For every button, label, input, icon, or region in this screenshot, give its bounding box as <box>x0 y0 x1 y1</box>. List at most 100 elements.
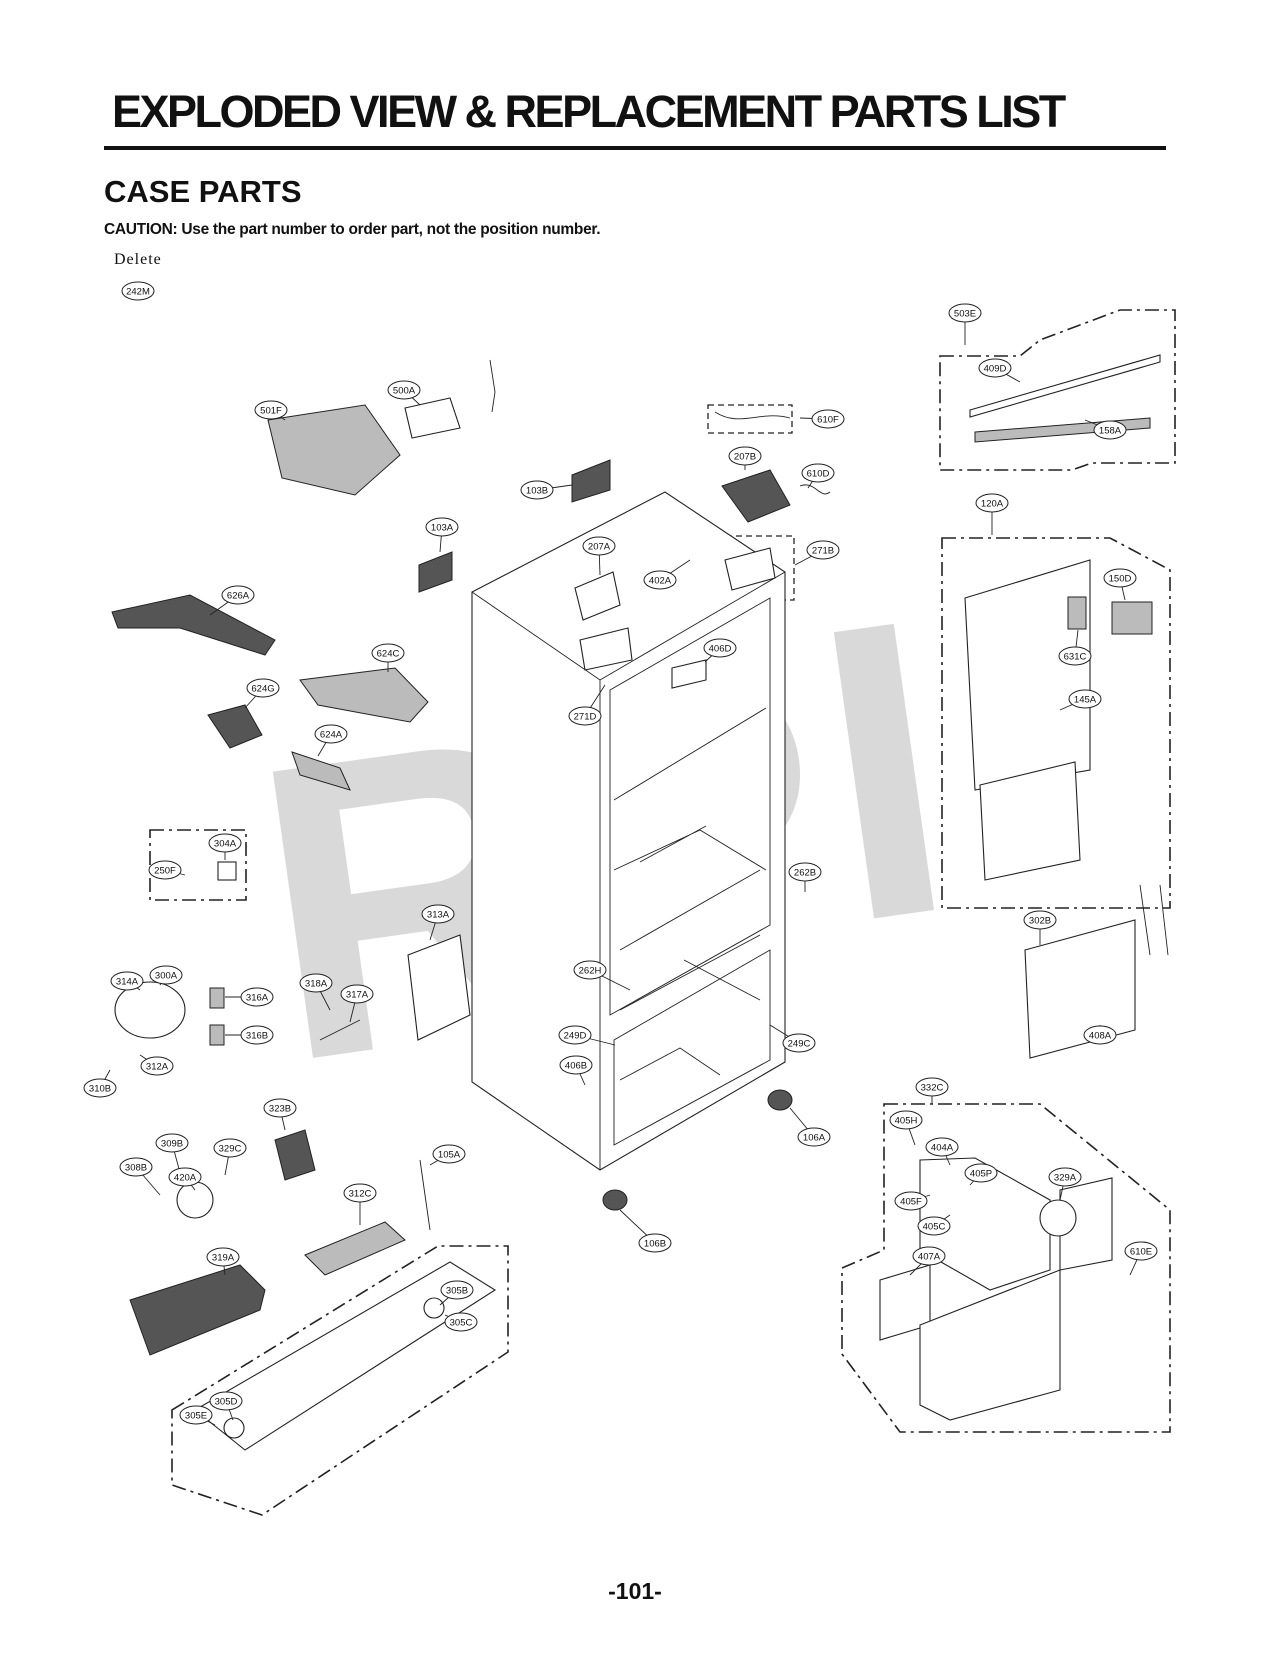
group-boundary-503e <box>939 309 1176 471</box>
callout-bubble <box>806 540 840 560</box>
callout-bubble <box>1103 568 1137 588</box>
part-304a <box>217 861 237 881</box>
part-312c <box>304 1221 406 1276</box>
part-626a <box>111 594 276 656</box>
callout-text: 610E <box>1130 1246 1152 1257</box>
callout-329a: 329A <box>1048 1167 1082 1187</box>
part-610f <box>714 411 791 420</box>
part-631c <box>1067 596 1087 630</box>
callout-308b: 308B <box>119 1157 153 1177</box>
page-title: EXPLODED VIEW & REPLACEMENT PARTS LIST <box>112 86 1066 137</box>
callout-bubble <box>240 1025 274 1045</box>
callout-text: 329A <box>1054 1172 1077 1183</box>
callout-bubble <box>155 1133 189 1153</box>
callout-bubble <box>168 1167 202 1187</box>
callout-text: 316B <box>246 1030 268 1041</box>
callout-bubble <box>110 971 144 991</box>
caution-note: CAUTION: Use the part number to order pa… <box>104 221 601 238</box>
callout-405h: 405H <box>889 1110 923 1130</box>
callout-610f: 610F <box>811 409 845 429</box>
callout-309b: 309B <box>155 1133 189 1153</box>
callout-text: 312C <box>349 1188 372 1199</box>
part-300a <box>114 981 186 1039</box>
callout-bubble <box>371 643 405 663</box>
callout-text: 329C <box>219 1143 242 1154</box>
callout-text: 207B <box>734 451 756 462</box>
callout-bubble <box>573 960 607 980</box>
callout-text: 626A <box>227 590 250 601</box>
callout-bubble <box>1058 646 1092 666</box>
delete-note: Delete <box>114 251 162 268</box>
callout-bubble <box>149 965 183 985</box>
callout-bubble <box>728 446 762 466</box>
callout-329c: 329C <box>213 1138 247 1158</box>
part-420a <box>176 1181 214 1219</box>
callout-text: 624C <box>377 648 400 659</box>
callout-text: 503E <box>954 308 976 319</box>
part-316b <box>209 1024 225 1046</box>
callout-610e: 610E <box>1124 1241 1158 1261</box>
callout-bubble <box>254 400 288 420</box>
callout-406d: 406D <box>703 638 737 658</box>
callout-271d: 271D <box>568 706 602 726</box>
callout-text: 249D <box>564 1030 587 1041</box>
callout-bubble <box>1023 910 1057 930</box>
callout-text: 106A <box>803 1132 826 1143</box>
callout-bubble <box>221 585 255 605</box>
callout-bubble <box>948 303 982 323</box>
callout-105a: 105A <box>432 1144 466 1164</box>
callout-bubble <box>213 1138 247 1158</box>
part-dispenser-box <box>1059 1177 1113 1271</box>
callout-404a: 404A <box>925 1137 959 1157</box>
callout-text: 305B <box>446 1285 468 1296</box>
callout-text: 308B <box>125 1162 147 1173</box>
callout-text: 242M <box>126 286 150 297</box>
part-103b <box>571 459 611 503</box>
part-323b <box>274 1129 316 1181</box>
callout-text: 305D <box>215 1396 238 1407</box>
callout-bubble <box>421 904 455 924</box>
callout-text: 408A <box>1089 1030 1112 1041</box>
callout-300a: 300A <box>149 965 183 985</box>
callout-text: 106B <box>644 1238 666 1249</box>
cabinet-hardware <box>267 359 831 689</box>
callout-bubble <box>246 678 280 698</box>
callout-bubble <box>964 1163 998 1183</box>
page-number: -101- <box>608 1578 662 1604</box>
callout-bubble <box>1124 1241 1158 1261</box>
callout-249c: 249C <box>782 1033 816 1053</box>
callout-text: 120A <box>981 498 1004 509</box>
part-409d <box>969 354 1161 418</box>
callout-text: 103B <box>526 485 548 496</box>
part-305b-right <box>423 1297 445 1319</box>
part-305b-left <box>223 1417 245 1439</box>
callout-text: 624G <box>251 683 274 694</box>
callout-310b: 310B <box>83 1078 117 1098</box>
callout-bubble <box>1083 1025 1117 1045</box>
callout-bubble <box>894 1191 928 1211</box>
callout-323b: 323B <box>263 1098 297 1118</box>
callout-624a: 624A <box>314 724 348 744</box>
callout-text: 262B <box>794 867 816 878</box>
part-105a <box>419 1159 431 1231</box>
callout-bubble <box>811 409 845 429</box>
group-boundary-304a <box>149 829 247 901</box>
part-329a <box>1039 1199 1077 1237</box>
part-317a <box>319 1019 361 1041</box>
callout-407a: 407A <box>912 1246 946 1266</box>
callout-313a: 313A <box>421 904 455 924</box>
callout-207a: 207A <box>582 536 616 556</box>
callout-bubble <box>444 1312 478 1332</box>
callout-207b: 207B <box>728 446 762 466</box>
callout-text: 406D <box>709 643 732 654</box>
part-624c <box>299 667 429 723</box>
part-610d <box>799 484 831 495</box>
callout-text: 318A <box>305 978 328 989</box>
callout-305c: 305C <box>444 1312 478 1332</box>
part-power-cord <box>489 359 496 413</box>
callout-text: 409D <box>984 363 1007 374</box>
callout-bubble <box>263 1098 297 1118</box>
title-rule <box>104 146 1166 150</box>
callout-405p: 405P <box>964 1163 998 1183</box>
